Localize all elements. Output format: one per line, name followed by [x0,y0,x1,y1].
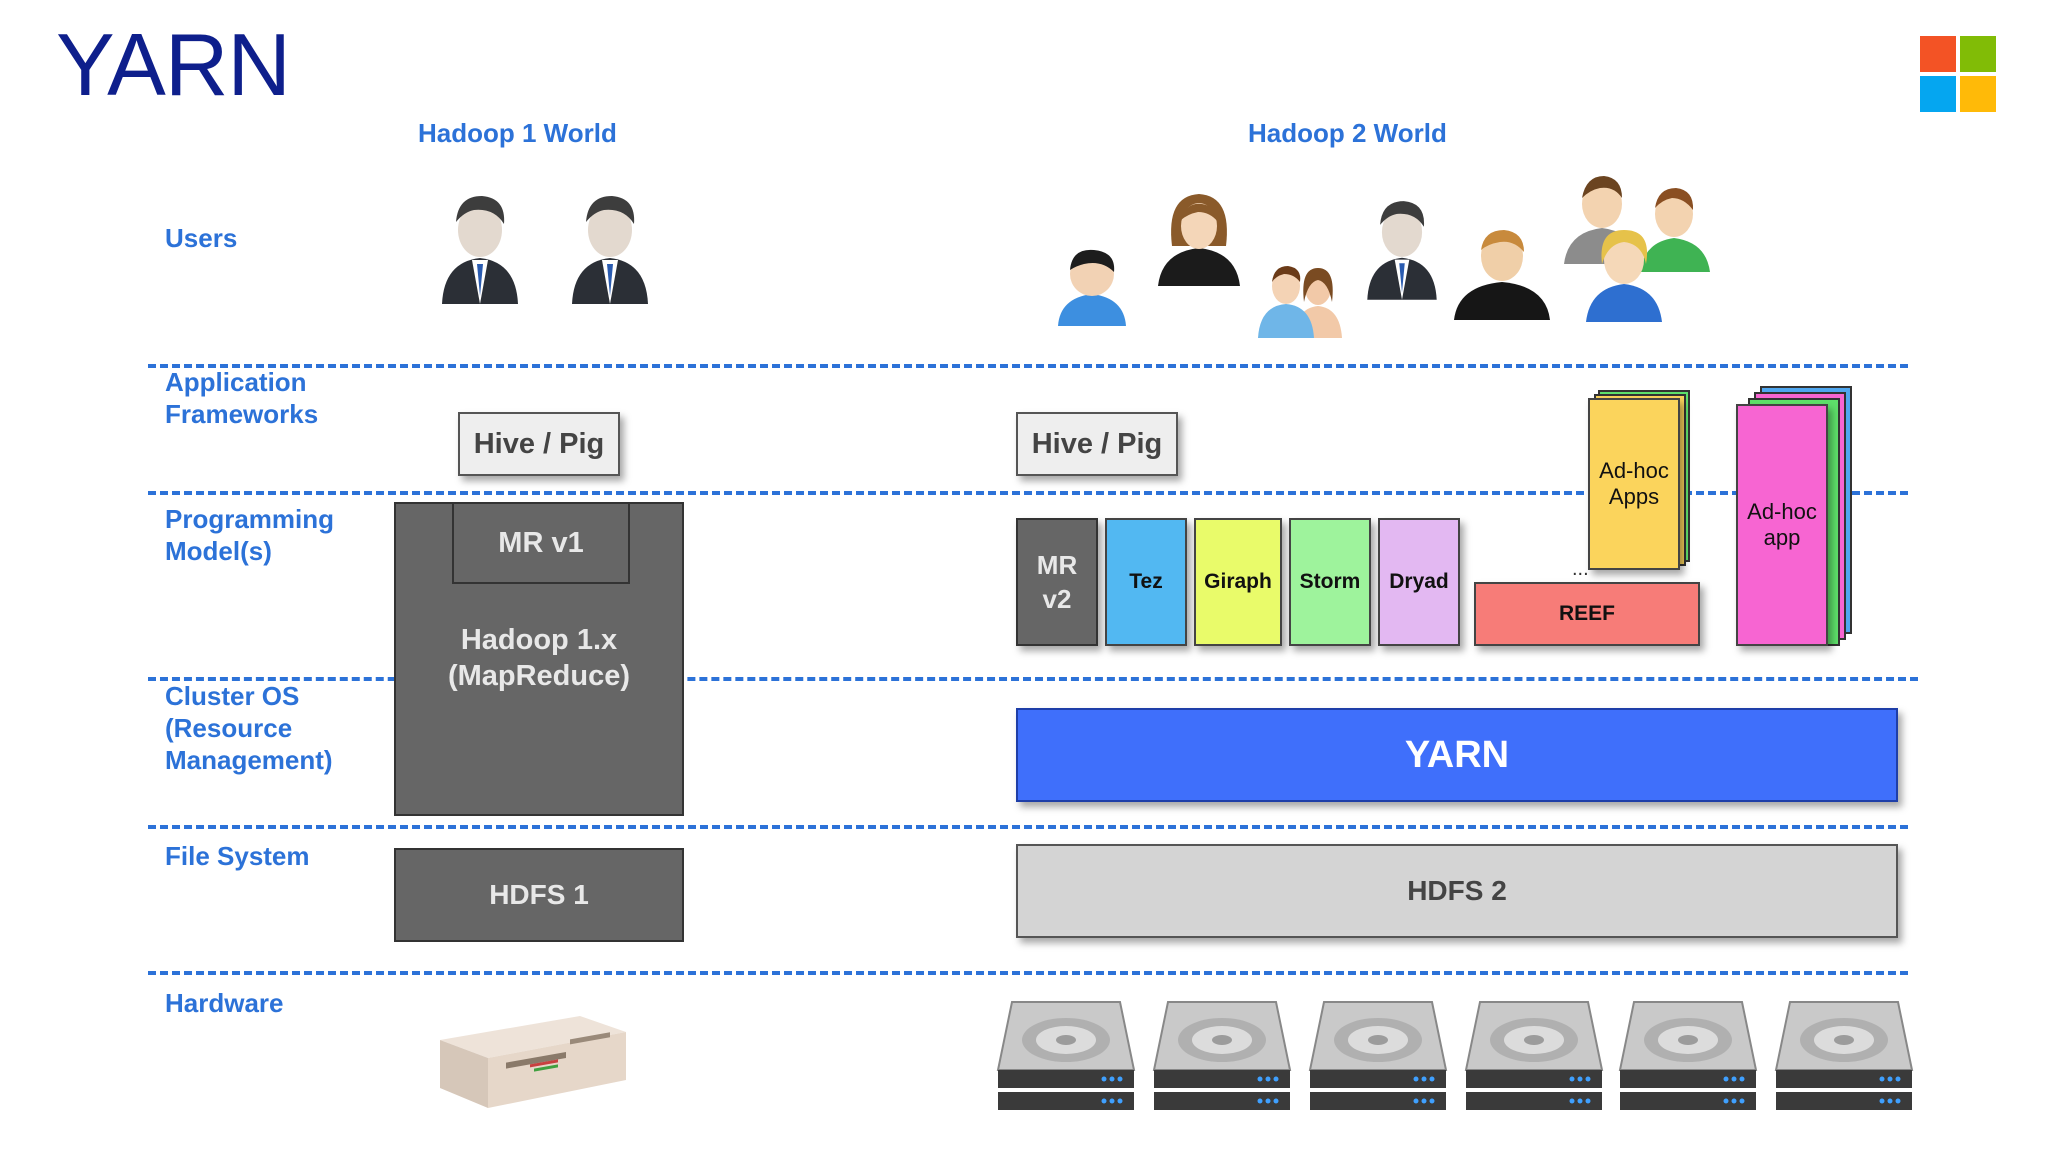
server-disk-icon [1464,996,1604,1125]
reef-ellipsis: ... [1572,558,1589,580]
desktop-computer-icon [430,1010,630,1115]
server-disk-icon [1152,996,1292,1125]
boy-icon [1054,242,1130,331]
server-disk-icon [1618,996,1758,1125]
giraph-box: Giraph [1194,518,1282,646]
hdfs1-box: HDFS 1 [394,848,684,942]
layer-programming-line1: Programming [165,504,335,534]
man-icon [1452,224,1552,325]
layer-filesystem-label: File System [165,841,310,871]
mr-v2-box: MR v2 [1016,518,1098,646]
adhoc-app-line2: app [1763,525,1801,550]
mr-v2-line2: v2 [1042,584,1072,614]
hdfs2-box: HDFS 2 [1016,844,1898,938]
reef-box: REEF [1474,582,1700,646]
separator-cluster [148,825,1908,829]
microsoft-logo-icon [1920,36,1996,112]
adhoc-apps-line1: Ad-hoc [1599,458,1669,483]
hadoop1-world-heading: Hadoop 1 World [418,118,617,148]
layer-programming-label: Programming Model(s) [165,503,334,567]
woman-icon [1154,186,1244,291]
hadoop1-core-box: MR v1 Hadoop 1.x (MapReduce) [394,502,684,816]
businessman-icon [564,184,656,309]
mr-v1-box: MR v1 [452,502,630,584]
hadoop2-world-heading: Hadoop 2 World [1248,118,1447,148]
hadoop1-core-line1: Hadoop 1.x [460,624,618,656]
separator-programming [148,677,1918,681]
adhoc-apps-box: Ad-hoc Apps [1588,398,1680,570]
group-icon [1562,168,1714,327]
layer-users-label: Users [165,223,238,253]
server-disk-icon [1308,996,1448,1125]
layer-hardware-label: Hardware [165,988,284,1018]
hadoop2-hive-pig-box: Hive / Pig [1016,412,1178,476]
businessman-icon [1360,186,1444,309]
adhoc-app-box: Ad-hoc app [1736,404,1828,646]
dryad-box: Dryad [1378,518,1460,646]
server-disk-icon [996,996,1136,1125]
slide-title: YARN [56,15,291,114]
tez-box: Tez [1105,518,1187,646]
layer-app-frameworks-line1: Application [165,367,307,397]
layer-cluster-os-label: Cluster OS (Resource Management) [165,680,333,776]
hadoop1-core-label: Hadoop 1.x (MapReduce) [396,622,682,694]
layer-cluster-line1: Cluster OS [165,681,300,711]
yarn-box: YARN [1016,708,1898,802]
layer-app-frameworks-line2: Frameworks [165,399,319,429]
couple-icon [1256,252,1346,343]
layer-cluster-line2: (Resource [165,713,293,743]
server-disk-icon [1774,996,1914,1125]
businessman-icon [434,184,526,309]
hadoop1-hive-pig-box: Hive / Pig [458,412,620,476]
separator-filesystem [148,971,1908,975]
hadoop1-core-line2: (MapReduce) [447,660,631,692]
layer-app-frameworks-label: Application Frameworks [165,366,318,430]
adhoc-app-line1: Ad-hoc [1747,499,1817,524]
separator-frameworks [148,491,1908,495]
mr-v2-line1: MR [1036,550,1078,580]
layer-cluster-line3: Management) [165,745,333,775]
layer-programming-line2: Model(s) [165,536,272,566]
separator-users [148,364,1908,368]
adhoc-apps-line2: Apps [1608,484,1660,509]
storm-box: Storm [1289,518,1371,646]
